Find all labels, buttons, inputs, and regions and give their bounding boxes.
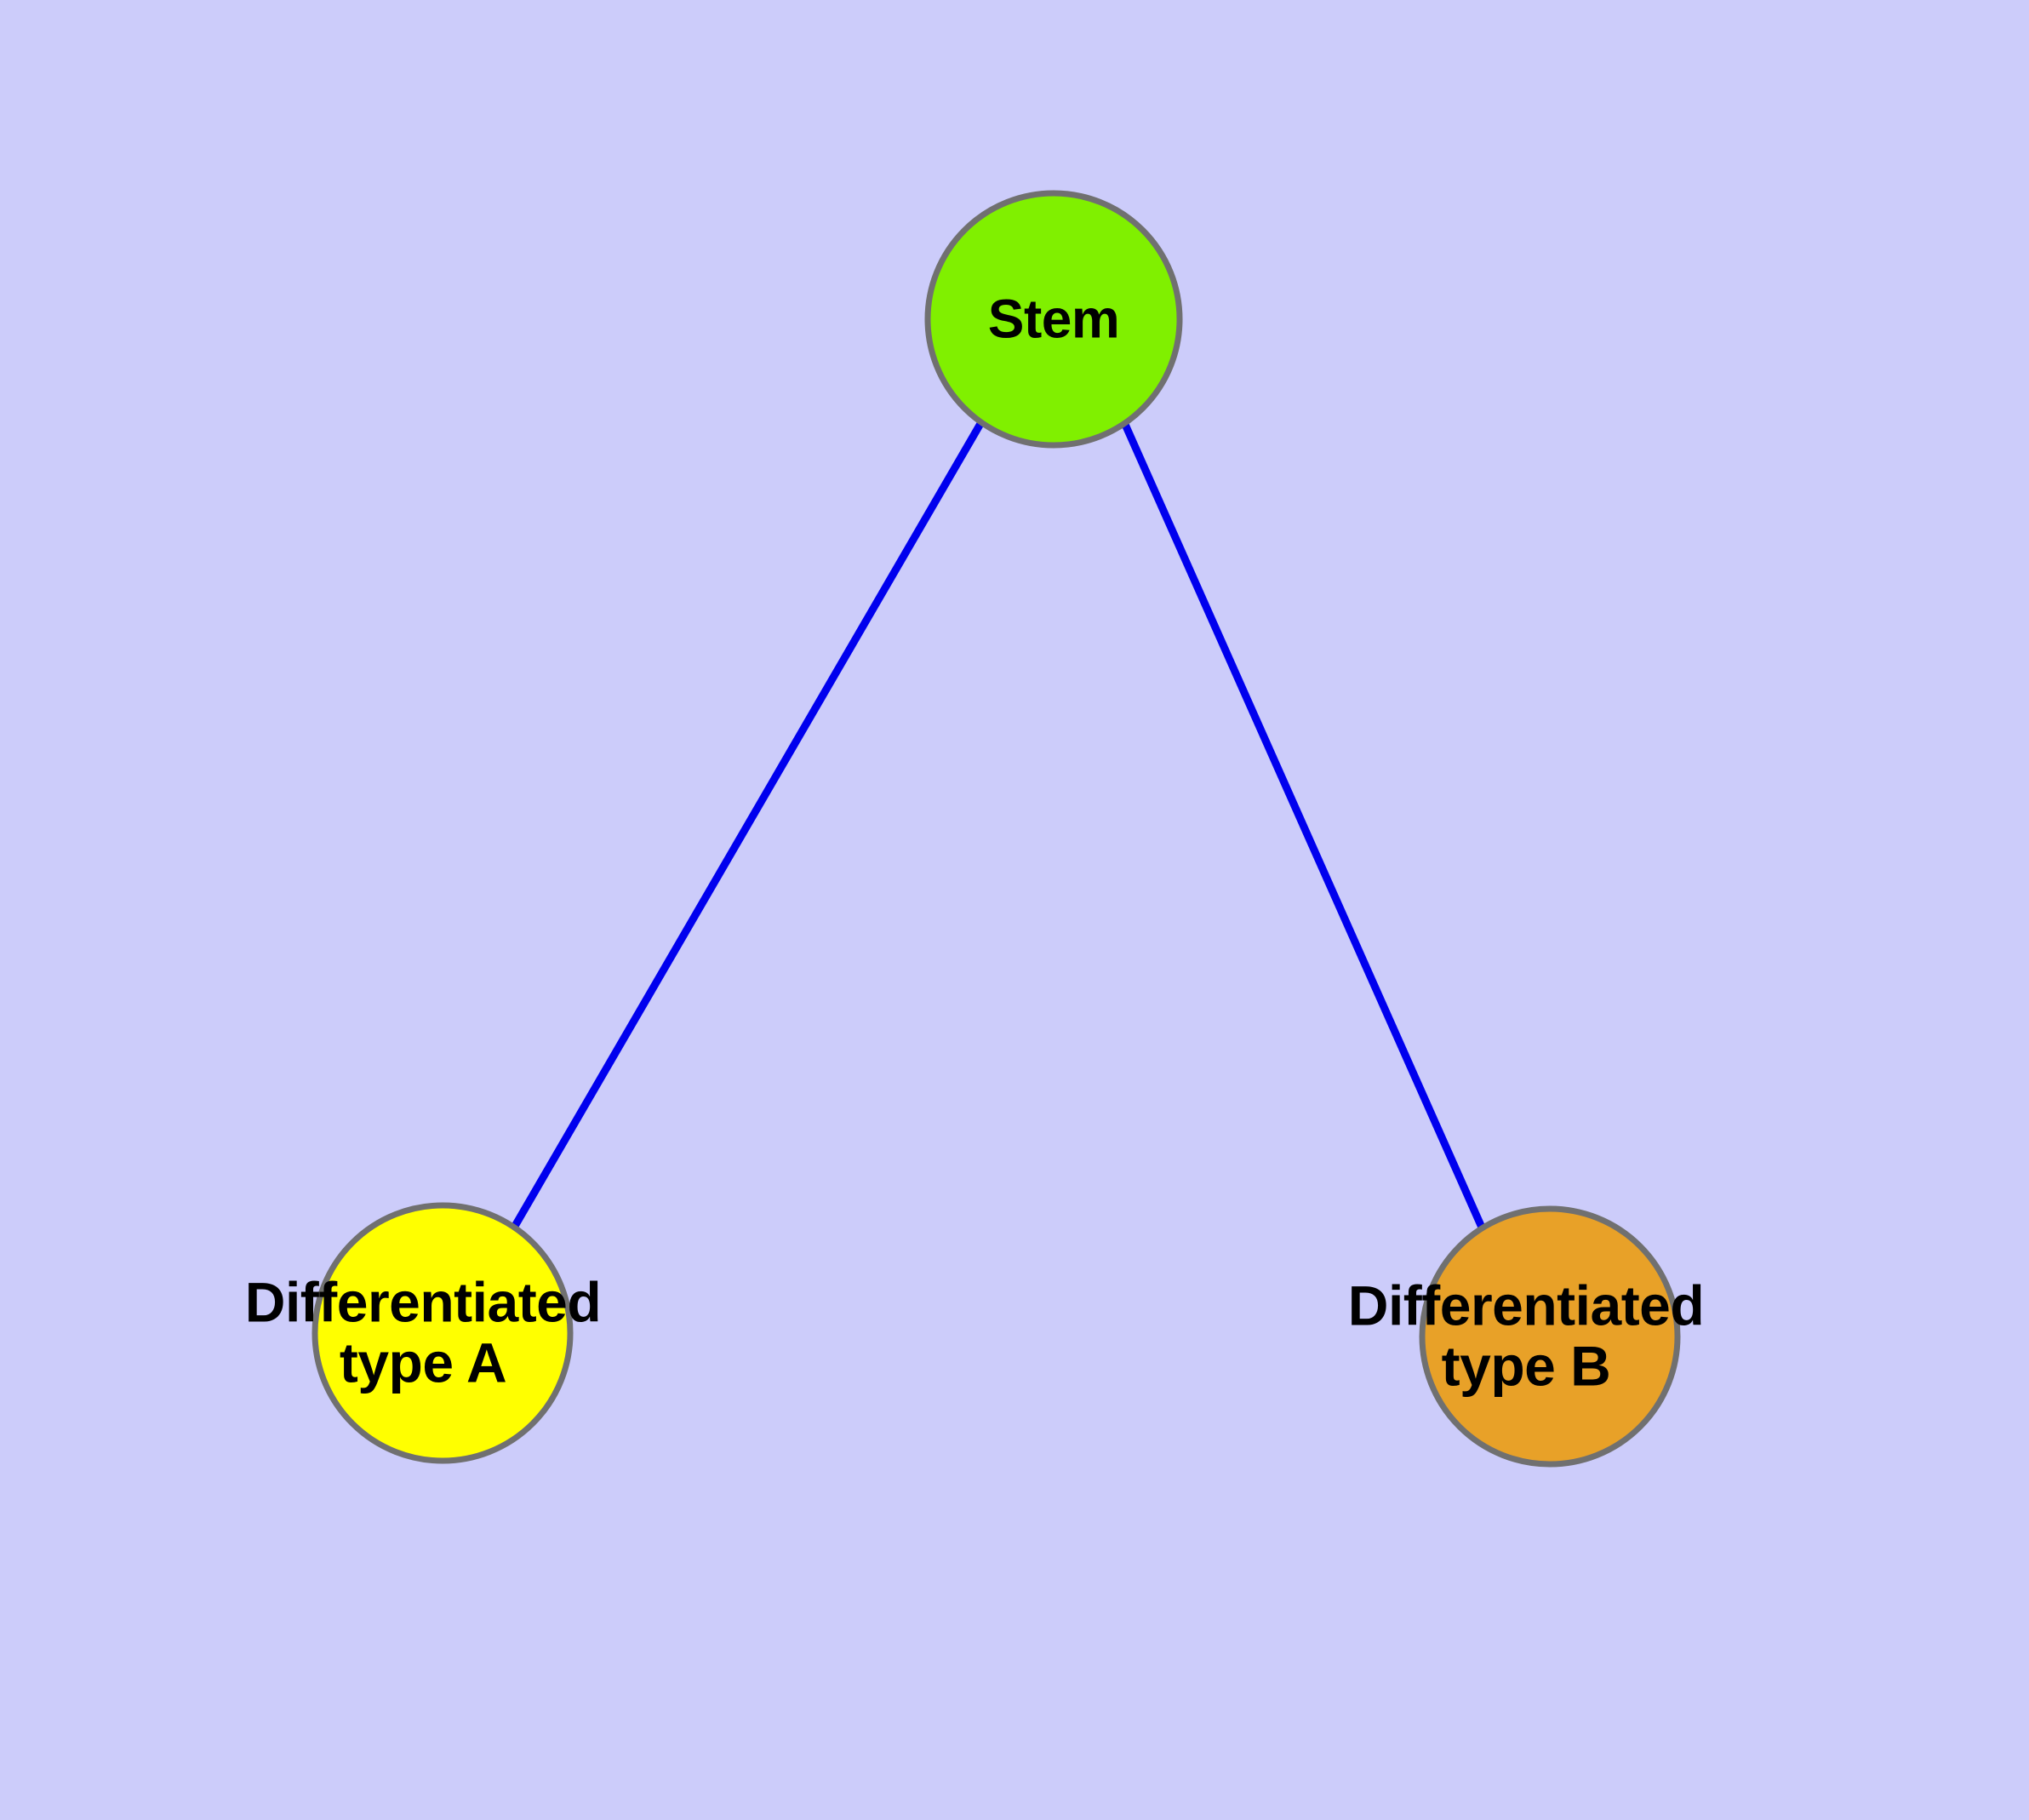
graph-node-stem[interactable] (924, 190, 1183, 449)
edges-layer (511, 419, 1487, 1231)
graph-edge-stem-diff_a[interactable] (511, 420, 985, 1230)
graph-node-diff_b[interactable] (1419, 1205, 1681, 1468)
graph-node-diff_a[interactable] (311, 1202, 574, 1464)
graph-edge-stem-diff_b[interactable] (1119, 419, 1487, 1231)
nodes-layer (311, 190, 1681, 1468)
